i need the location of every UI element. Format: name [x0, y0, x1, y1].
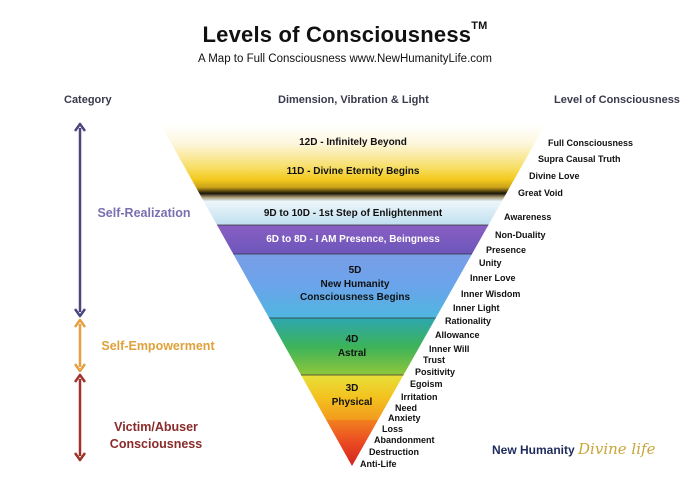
level-label: Trust: [423, 355, 446, 365]
level-label: Anti-Life: [360, 459, 397, 469]
band-label: 12D - Infinitely Beyond: [299, 137, 407, 148]
level-label: Destruction: [369, 447, 420, 457]
level-label: Need: [395, 403, 418, 413]
category-self-realization: Self-Realization: [97, 206, 191, 220]
column-header-level: Level of Consciousness: [554, 94, 680, 106]
level-label: Presence: [486, 245, 527, 255]
level-label: Inner Love: [470, 273, 516, 283]
level-label: Egoism: [410, 379, 443, 389]
band-label: 4D Astral: [337, 334, 367, 359]
column-header-category: Category: [64, 94, 112, 106]
level-label: Awareness: [504, 212, 552, 222]
level-label: Divine Love: [529, 171, 580, 181]
trademark-mark: TM: [471, 20, 488, 32]
band-6d-8d: [217, 225, 489, 254]
band-4d: [269, 318, 436, 375]
page-title: Levels of ConsciousnessTM: [202, 20, 488, 47]
level-label: Full Consciousness: [548, 138, 634, 148]
band-9d-10d: [203, 201, 502, 225]
level-label: Anxiety: [388, 413, 421, 423]
category-self-empowerment: Self-Empowerment: [101, 339, 215, 353]
level-label: Allowance: [435, 330, 480, 340]
level-label: Great Void: [518, 188, 563, 198]
self-empowerment-arrow: [73, 318, 87, 373]
level-label: Non-Duality: [495, 230, 546, 240]
band-3d: [301, 375, 404, 420]
band-label: 11D - Divine Eternity Begins: [286, 166, 420, 177]
level-label: Loss: [382, 424, 404, 434]
band-5d: [233, 254, 472, 318]
band-label: 5D New Humanity Consciousness Begins: [299, 265, 411, 303]
level-label: Inner Wisdom: [461, 289, 521, 299]
level-label: Irritation: [401, 392, 438, 402]
level-label: Inner Will: [429, 344, 470, 354]
level-label: Unity: [479, 258, 502, 268]
band-label: 6D to 8D - I AM Presence, Beingness: [266, 234, 440, 245]
page-subtitle: A Map to Full Consciousness www.NewHuman…: [197, 53, 492, 65]
self-realization-arrow: [73, 122, 87, 318]
band-tip: [326, 420, 379, 466]
level-label: Positivity: [415, 367, 456, 377]
level-label: Supra Causal Truth: [538, 154, 621, 164]
brand-logo: New Humanity Divine life: [492, 440, 656, 458]
level-label: Rationality: [445, 316, 492, 326]
band-label: 3D Physical: [331, 383, 373, 408]
category-victim-abuser: Victim/Abuser Consciousness: [109, 420, 203, 451]
victim-abuser-arrow: [73, 373, 87, 462]
band-label: 9D to 10D - 1st Step of Enlightenment: [263, 208, 443, 219]
level-label: Inner Light: [453, 303, 500, 313]
band-12d-11d: [161, 125, 545, 201]
level-label: Abandonment: [374, 435, 435, 445]
column-header-dimension: Dimension, Vibration & Light: [278, 94, 429, 106]
